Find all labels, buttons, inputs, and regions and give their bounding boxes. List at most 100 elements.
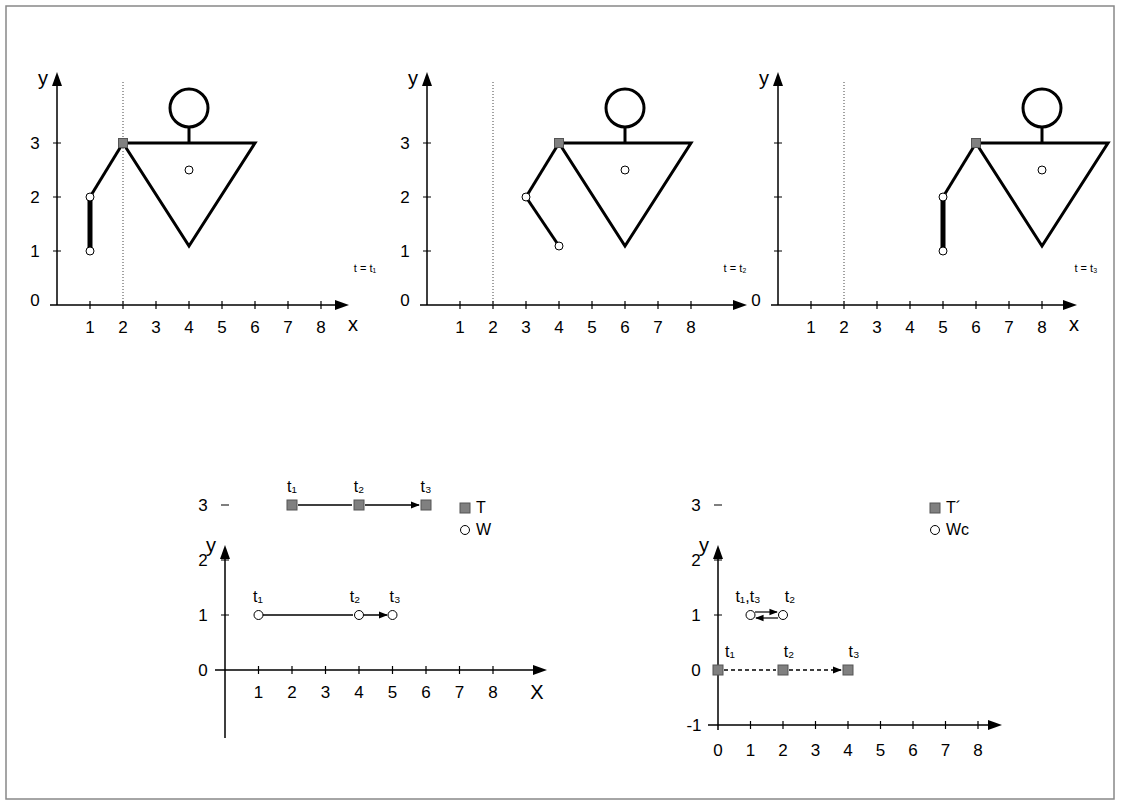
axis-ticks	[221, 505, 493, 674]
axis-label: 8	[316, 319, 325, 336]
W-point	[355, 611, 364, 620]
legend-square	[930, 503, 940, 513]
legend-text: W	[476, 522, 491, 538]
axis-label: 6	[908, 742, 917, 759]
axis-label: 5	[217, 319, 226, 336]
time-label: t₁,t₃	[735, 589, 760, 605]
body-center	[1038, 166, 1046, 174]
axis-label: 2	[30, 189, 39, 206]
axis-label: 8	[686, 319, 695, 336]
T-prime-point	[778, 665, 788, 675]
time-label: t₃	[849, 644, 860, 660]
legend-text: T´	[946, 500, 961, 516]
hand-point	[939, 247, 947, 255]
axis-label: 4	[184, 319, 193, 336]
forearm	[88, 197, 93, 251]
axis-label: 1	[198, 607, 207, 624]
axis-label: 4	[905, 319, 914, 336]
upper-arm	[526, 143, 559, 197]
axis-label: 3	[691, 497, 700, 514]
dotted-line	[123, 80, 124, 305]
axis-arrow	[713, 545, 723, 559]
axis-label: 0	[751, 292, 760, 309]
axis-label: 3	[811, 742, 820, 759]
dotted-line	[493, 80, 494, 305]
axis-label: 5	[938, 319, 947, 336]
axis-ticks	[714, 505, 978, 729]
head	[606, 89, 644, 127]
dotted-line	[844, 80, 845, 305]
axis-label: 7	[455, 684, 464, 701]
hand-point	[555, 242, 563, 250]
axis-label: 7	[283, 319, 292, 336]
upper-arm	[90, 143, 123, 197]
elbow-joint	[939, 193, 947, 201]
axis-label: 7	[653, 319, 662, 336]
axis-ticks	[774, 143, 1042, 309]
motion-arrow	[755, 611, 777, 612]
neck	[188, 127, 191, 143]
axis-label: 7	[1004, 319, 1013, 336]
head	[1023, 89, 1061, 127]
time-label: t₂	[785, 589, 796, 605]
axis-label: x	[1069, 314, 1079, 334]
axis-label: 4	[843, 742, 852, 759]
axis-label: 1	[254, 684, 263, 701]
axis-label: 3	[400, 135, 409, 152]
axis-line	[708, 557, 990, 730]
shoulder-point	[119, 139, 128, 148]
body-triangle	[976, 143, 1108, 246]
T-point	[354, 500, 364, 510]
time-label: t₁	[725, 644, 735, 660]
axis-label: 0	[30, 292, 39, 309]
W-point	[254, 611, 263, 620]
motion-arrow	[263, 614, 387, 615]
axis-label: 7	[941, 742, 950, 759]
axis-label: 2	[778, 742, 787, 759]
axis-label: 1	[455, 319, 464, 336]
time-label: t = t₃	[1074, 263, 1097, 274]
axis-label: 2	[839, 319, 848, 336]
axis-arrow	[52, 72, 62, 86]
T-prime-point	[843, 665, 853, 675]
axis-label: 6	[620, 319, 629, 336]
axis-label: 2	[287, 684, 296, 701]
Wc-point	[779, 611, 788, 620]
axis-label: 2	[198, 552, 207, 569]
axis-line	[215, 557, 535, 738]
axis-label: 2	[118, 319, 127, 336]
legend-circle	[931, 526, 940, 535]
hand-point	[86, 247, 94, 255]
time-label: t₃	[390, 589, 401, 605]
axis-label: 8	[973, 742, 982, 759]
axis-label: x	[348, 314, 358, 334]
axis-label: 1	[400, 243, 409, 260]
legend-text: Wc	[946, 522, 969, 538]
axis-arrow	[988, 720, 1002, 730]
time-label: t₂	[350, 589, 361, 605]
legend-text: T	[476, 500, 486, 516]
axis-arrow	[220, 545, 230, 559]
time-label: t₁	[287, 479, 297, 495]
axis-line	[771, 84, 1065, 305]
shoulder-point	[972, 139, 981, 148]
body-triangle	[559, 143, 691, 246]
axis-arrow	[1063, 300, 1077, 310]
axis-arrow	[733, 300, 747, 310]
axis-label: 1	[806, 319, 815, 336]
axis-label: 3	[30, 135, 39, 152]
elbow-joint	[86, 193, 94, 201]
axis-label: 3	[151, 319, 160, 336]
axis-label: 1	[691, 607, 700, 624]
forearm	[526, 197, 559, 246]
axis-label: 6	[250, 319, 259, 336]
axis-arrow	[533, 665, 547, 675]
axis-label: 4	[354, 684, 363, 701]
legend-square	[460, 503, 470, 513]
time-label: t = t₁	[354, 263, 376, 274]
axis-label: 3	[872, 319, 881, 336]
head	[170, 89, 208, 127]
Wc-point	[746, 611, 755, 620]
